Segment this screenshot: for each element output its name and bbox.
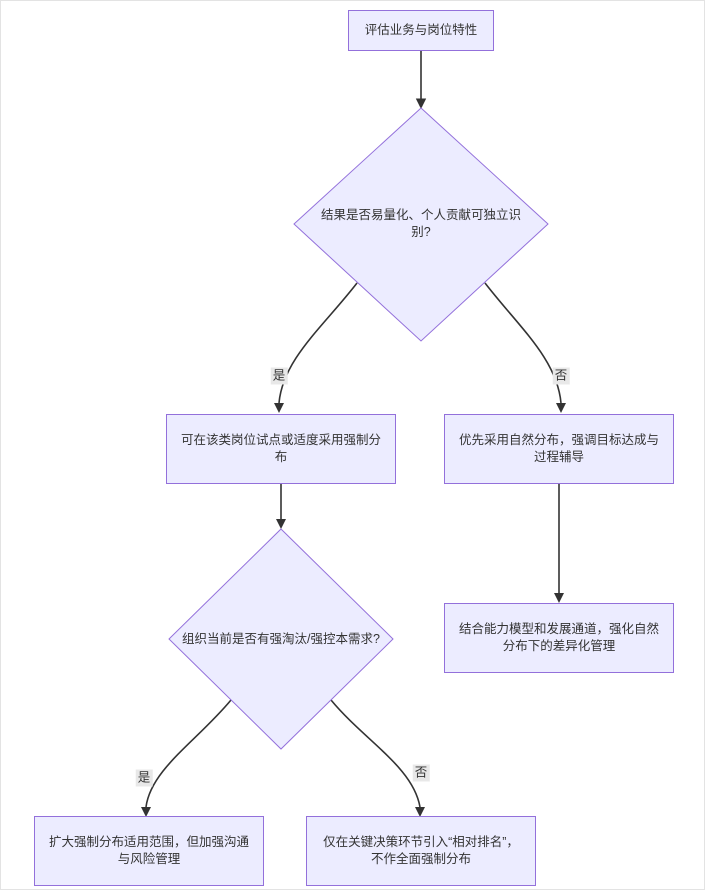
node-start: 评估业务与岗位特性 <box>348 10 494 51</box>
edge-decision2-to-expand <box>145 699 232 808</box>
node-pilot: 可在该类岗位试点或适度采用强制分 布 <box>166 414 396 484</box>
arrowhead-capability <box>554 593 564 603</box>
node-expand: 扩大强制分布适用范围，但加强沟通 与风险管理 <box>34 816 264 886</box>
arrowhead-expand <box>141 807 151 817</box>
edge-label-decision1-yes: 是 <box>270 367 288 385</box>
edge-label-decision2-yes: 是 <box>135 769 153 787</box>
edge-decision2-to-ranking <box>330 699 421 808</box>
node-ranking: 仅在关键决策环节引入“相对排名”， 不作全面强制分布 <box>306 816 536 886</box>
edge-decision1-to-natural <box>484 282 562 404</box>
edge-decision1-to-pilot <box>278 282 358 404</box>
arrowhead-ranking <box>415 807 425 817</box>
node-capability: 结合能力模型和发展通道，强化自然 分布下的差异化管理 <box>444 603 674 673</box>
edge-label-decision2-no: 否 <box>412 764 430 782</box>
node-decision1-shape <box>293 107 549 342</box>
arrowhead-pilot <box>274 403 284 413</box>
node-natural: 优先采用自然分布，强调目标达成与 过程辅导 <box>444 414 674 484</box>
arrowhead-natural <box>556 403 566 413</box>
edge-label-decision1-no: 否 <box>552 367 570 385</box>
arrowhead-decision1 <box>415 98 427 109</box>
arrowhead-decision2 <box>276 519 286 529</box>
node-decision2-shape <box>168 528 394 750</box>
